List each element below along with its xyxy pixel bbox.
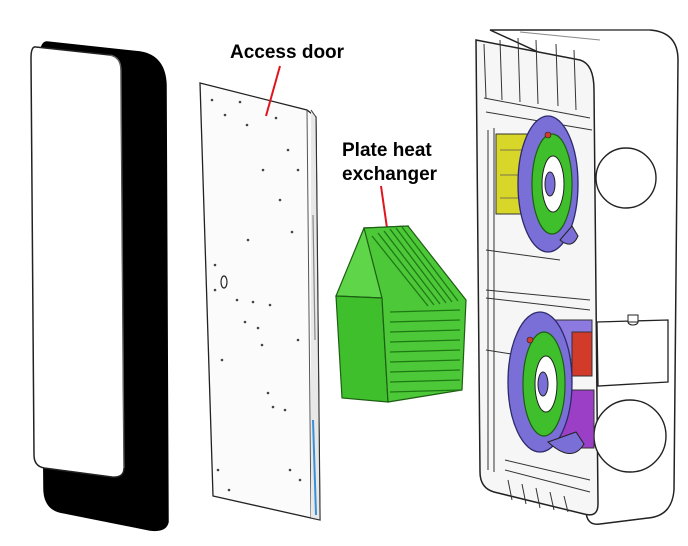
- lower-red-coil: [571, 331, 593, 377]
- access-door-plate: [199, 82, 321, 521]
- access-door-leader-line: [265, 65, 281, 117]
- plate-heat-exchanger-label-line1: Plate heat: [342, 140, 432, 161]
- lower-duct-port: [593, 399, 667, 473]
- lower-fan-assembly: [507, 311, 595, 454]
- plate-heat-exchanger: [335, 225, 467, 403]
- control-box-cover: [596, 319, 669, 387]
- access-door-label: Access door: [230, 42, 345, 63]
- bottom-duct-grille: [507, 479, 569, 513]
- heat-exchanger-fins: [371, 226, 461, 393]
- front-cover-panel: [30, 41, 169, 532]
- door-screw-holes: [210, 98, 302, 492]
- main-unit-housing: [475, 29, 679, 525]
- upper-duct-port: [595, 147, 657, 209]
- plate-heat-exchanger-label-line2: exchanger: [342, 164, 438, 185]
- upper-fan-assembly: [495, 115, 579, 253]
